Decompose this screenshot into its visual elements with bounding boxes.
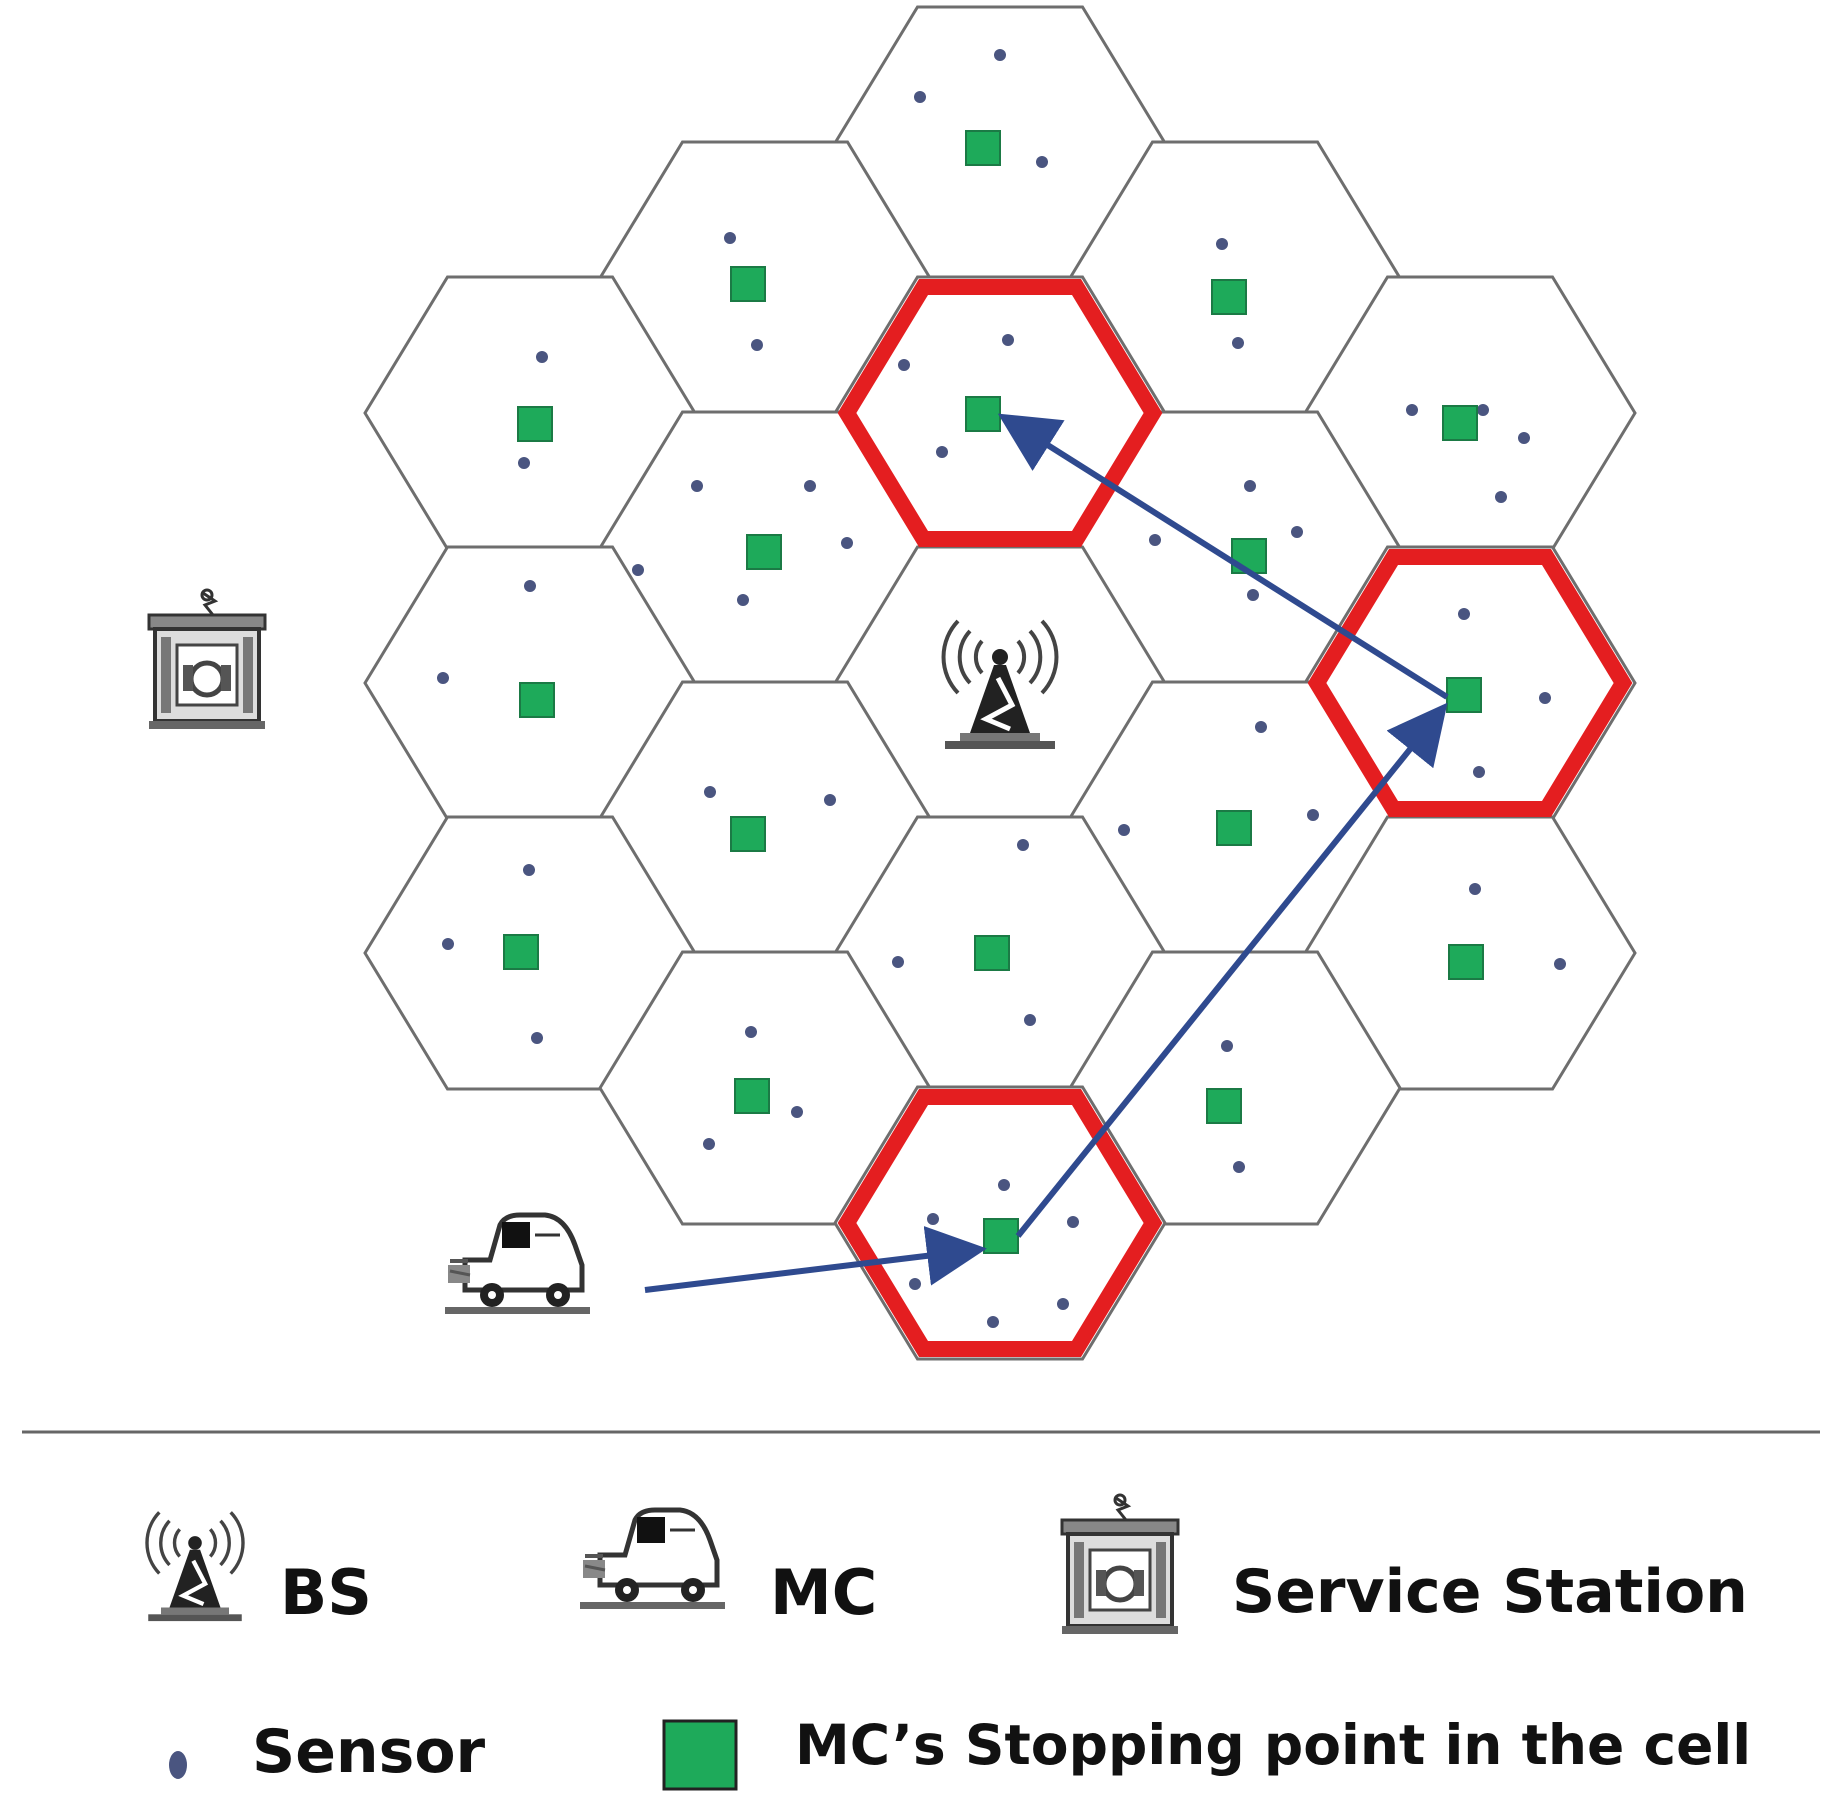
highlighted-cell: [837, 1089, 1163, 1357]
stopping-point-icon: [965, 396, 1001, 432]
sensor-icon: [704, 786, 716, 798]
stopping-point-icon: [734, 1078, 770, 1114]
stopping-point-icon: [1448, 944, 1484, 980]
sensor-icon: [1477, 404, 1489, 416]
sensor-icon: [745, 1026, 757, 1038]
sensor-icon: [1149, 534, 1161, 546]
sensor-icon: [1024, 1014, 1036, 1026]
sensor-icon: [927, 1213, 939, 1225]
sensor-icon: [724, 232, 736, 244]
sensor-icon: [691, 480, 703, 492]
stopping-point-icon: [519, 682, 555, 718]
sensor-icon: [898, 359, 910, 371]
sensor-icon: [841, 537, 853, 549]
stopping-point-icon: [1216, 810, 1252, 846]
stopping-point-icon: [730, 266, 766, 302]
mobile-charger-icon: [445, 1215, 590, 1314]
sensor-icon: [791, 1106, 803, 1118]
sensor-icon: [523, 864, 535, 876]
legend-sensor-label: Sensor: [252, 1717, 486, 1787]
sensor-icon: [1216, 238, 1228, 250]
sensor-icon: [751, 339, 763, 351]
sensor-icon: [1495, 491, 1507, 503]
stopping-point-icon: [1231, 538, 1267, 574]
legend-stopping-point-label: MC’s Stopping point in the cell: [795, 1713, 1752, 1777]
sensor-icon: [1458, 608, 1470, 620]
sensor-icon: [524, 580, 536, 592]
sensor-layer: [437, 49, 1566, 1328]
legend-sensor-icon: [169, 1751, 187, 1779]
sensor-icon: [1554, 958, 1566, 970]
sensor-icon: [1406, 404, 1418, 416]
sensor-icon: [703, 1138, 715, 1150]
stopping-point-icon: [974, 935, 1010, 971]
sensor-icon: [998, 1179, 1010, 1191]
sensor-icon: [518, 457, 530, 469]
stopping-point-icon: [517, 406, 553, 442]
sensor-icon: [437, 672, 449, 684]
sensor-icon: [1057, 1298, 1069, 1310]
legend-mc-label: MC: [770, 1556, 878, 1629]
sensor-icon: [531, 1032, 543, 1044]
sensor-icon: [442, 938, 454, 950]
sensor-icon: [737, 594, 749, 606]
sensor-icon: [632, 564, 644, 576]
legend-mc-icon: [580, 1510, 725, 1609]
sensor-icon: [1518, 432, 1530, 444]
sensor-icon: [1255, 721, 1267, 733]
sensor-icon: [1307, 809, 1319, 821]
sensor-icon: [1539, 692, 1551, 704]
sensor-icon: [1067, 1216, 1079, 1228]
stopping-point-icon: [1206, 1088, 1242, 1124]
legend-service-station-label: Service Station: [1232, 1557, 1748, 1627]
sensor-icon: [892, 956, 904, 968]
stopping-point-icon: [965, 130, 1001, 166]
path-arrow: [644, 1225, 987, 1293]
sensor-icon: [824, 794, 836, 806]
legend-bs-icon: [147, 1512, 243, 1621]
stopping-point-icon: [983, 1218, 1019, 1254]
sensor-icon: [1473, 766, 1485, 778]
mc-path: [644, 413, 1449, 1293]
sensor-icon: [1036, 156, 1048, 168]
sensor-icon: [1291, 526, 1303, 538]
stopping-point-icon: [503, 934, 539, 970]
sensor-icon: [1247, 589, 1259, 601]
sensor-icon: [804, 480, 816, 492]
sensor-icon: [1221, 1040, 1233, 1052]
sensor-icon: [1002, 334, 1014, 346]
sensor-icon: [914, 91, 926, 103]
sensor-icon: [1469, 883, 1481, 895]
legend-bs-label: BS: [280, 1556, 372, 1629]
sensor-icon: [536, 351, 548, 363]
path-arrow: [1015, 702, 1448, 1238]
sensor-icon: [994, 49, 1006, 61]
stopping-point-icon: [730, 816, 766, 852]
sensor-icon: [1232, 337, 1244, 349]
path-arrow: [997, 413, 1449, 700]
sensor-icon: [936, 446, 948, 458]
highlighted-cell: [837, 279, 1163, 547]
sensor-icon: [909, 1278, 921, 1290]
stopping-point-icon: [1442, 405, 1478, 441]
service-station-icon: [149, 590, 265, 729]
legend-service-station-icon: [1062, 1495, 1178, 1634]
stopping-point-icon: [1211, 279, 1247, 315]
sensor-icon: [987, 1316, 999, 1328]
highlighted-cell: [1307, 549, 1633, 817]
stopping-point-icon: [1446, 677, 1482, 713]
sensor-icon: [1233, 1161, 1245, 1173]
sensor-icon: [1244, 480, 1256, 492]
highlighted-cells: [837, 279, 1633, 1357]
legend-stopping-point-icon: [662, 1719, 738, 1791]
sensor-icon: [1118, 824, 1130, 836]
stopping-point-icon: [746, 534, 782, 570]
sensor-icon: [1017, 839, 1029, 851]
